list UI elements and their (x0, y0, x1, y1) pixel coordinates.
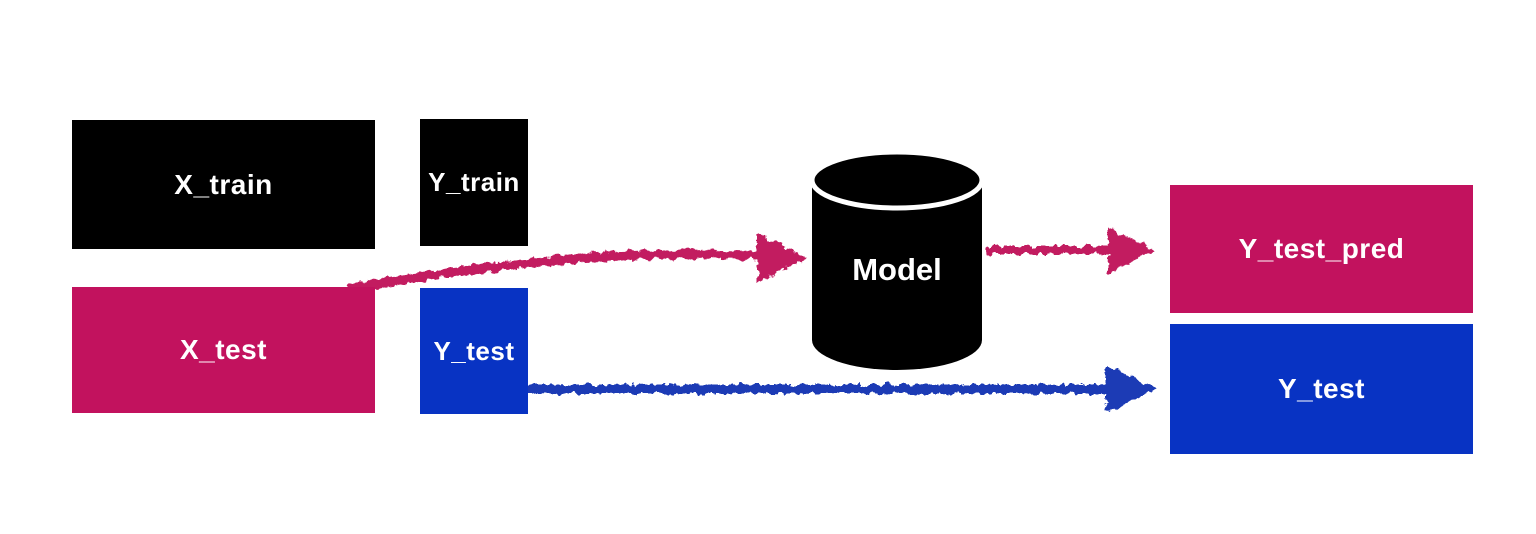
node-y-train: Y_train (420, 119, 528, 246)
node-y-test-pred-label: Y_test_pred (1238, 233, 1405, 264)
model-cylinder (809, 149, 985, 370)
node-x-test: X_test (72, 287, 375, 413)
node-x-train-label: X_train (174, 168, 273, 200)
arrow-x-test-to-model (347, 233, 806, 293)
arrow-head (1108, 227, 1155, 274)
node-y-test-right: Y_test (1170, 324, 1473, 454)
arrow-head (1106, 365, 1156, 413)
arrow-model-to-y-test-pred (986, 227, 1155, 274)
node-y-test-right-label: Y_test (1277, 373, 1366, 404)
node-x-test-label: X_test (179, 334, 268, 365)
node-y-test-left-label: Y_test (433, 335, 515, 366)
node-y-test-left: Y_test (420, 288, 528, 414)
node-y-train-label: Y_train (428, 167, 520, 197)
node-x-train: X_train (72, 120, 375, 249)
arrow-y-test-to-y-test (519, 365, 1156, 413)
arrow-head (757, 233, 806, 283)
cylinder-lid (809, 149, 985, 211)
node-y-test-pred: Y_test_pred (1170, 185, 1473, 313)
arrow-shaft (347, 249, 765, 293)
